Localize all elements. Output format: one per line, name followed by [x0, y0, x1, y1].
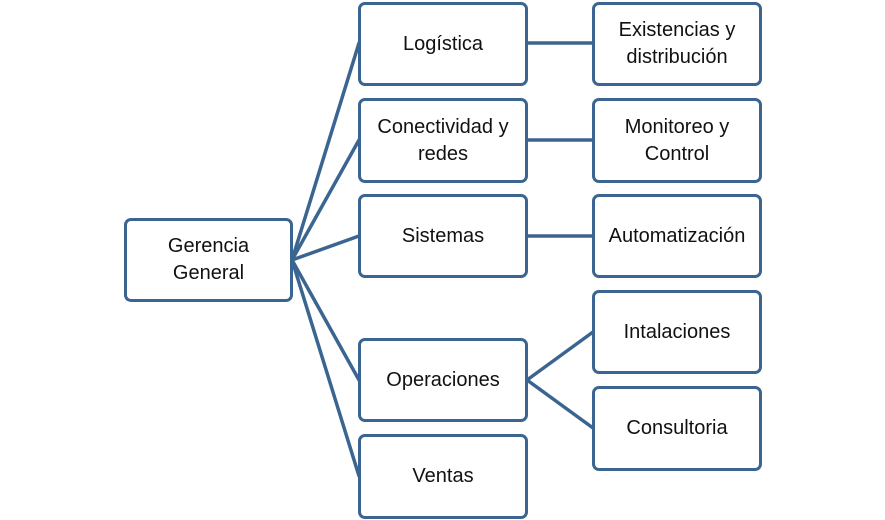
- node-gerencia-general: Gerencia General: [124, 218, 293, 302]
- node-automatizacion: Automatización: [592, 194, 762, 278]
- node-label: Monitoreo y Control: [624, 115, 730, 165]
- connector-root-ventas: [290, 258, 361, 478]
- node-label: Gerencia General: [167, 235, 250, 284]
- connector-operaciones-intalaciones: [525, 330, 595, 382]
- node-sistemas: Sistemas: [358, 194, 528, 278]
- node-label: Intalaciones: [623, 320, 731, 343]
- node-label: Consultoria: [626, 417, 728, 439]
- node-conectividad-y-redes: Conectividad y redes: [358, 98, 528, 183]
- node-label: Automatización: [608, 224, 746, 247]
- connector-root-operaciones: [290, 258, 361, 382]
- node-label: Ventas: [412, 465, 474, 487]
- node-ventas: Ventas: [358, 434, 528, 519]
- connector-operaciones-consultoria: [525, 378, 595, 430]
- node-logistica: Logística: [358, 2, 528, 86]
- node-label: Logística: [402, 32, 484, 55]
- connector-root-sistemas: [290, 234, 361, 262]
- node-label: Operaciones: [386, 368, 500, 391]
- node-operaciones: Operaciones: [358, 338, 528, 422]
- node-consultoria: Consultoria: [592, 386, 762, 471]
- connector-root-logistica: [290, 41, 361, 262]
- connector-root-conectividad: [290, 138, 361, 262]
- node-label: Sistemas: [401, 224, 485, 247]
- node-label: Conectividad y redes: [377, 115, 509, 165]
- node-label: Existencias y distribución: [618, 19, 736, 68]
- node-existencias-y-distribucion: Existencias y distribución: [592, 2, 762, 86]
- node-monitoreo-y-control: Monitoreo y Control: [592, 98, 762, 183]
- node-intalaciones: Intalaciones: [592, 290, 762, 374]
